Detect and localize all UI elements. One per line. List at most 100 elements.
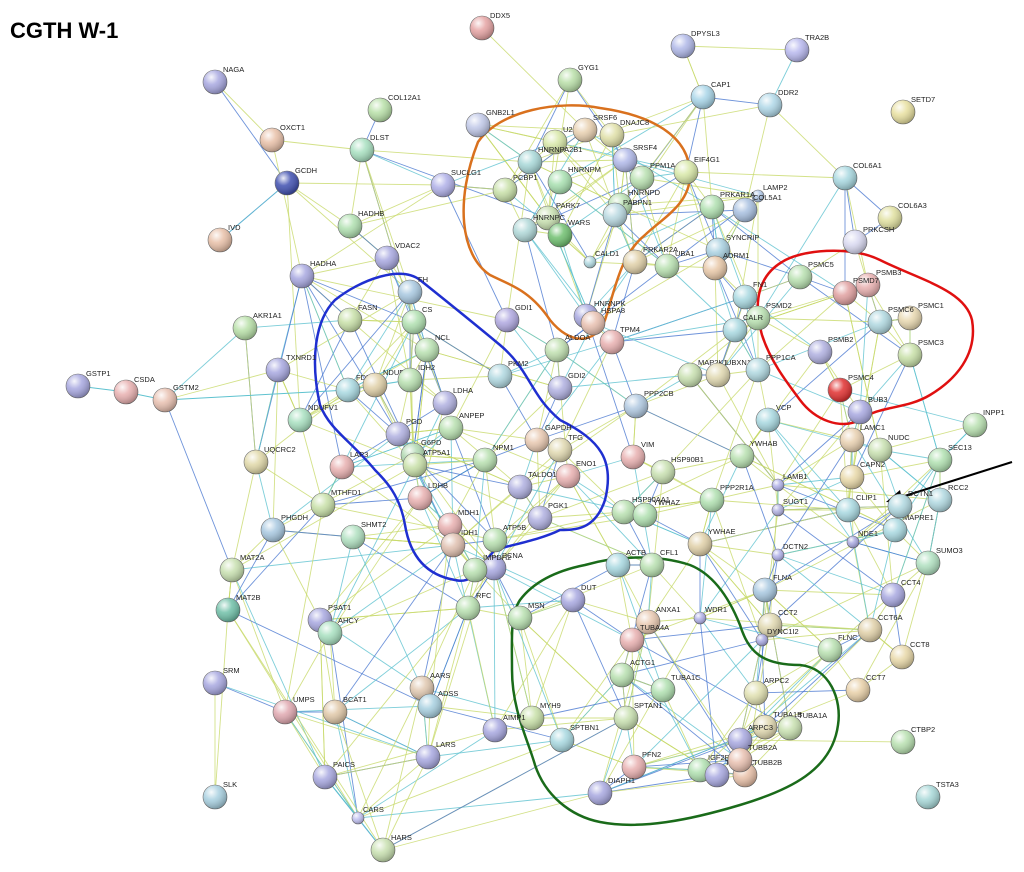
node-prkar1a[interactable]: PRKAR1A xyxy=(699,190,755,220)
node-txnrd1[interactable]: TXNRD1 xyxy=(265,353,316,383)
node-col12a1[interactable]: COL12A1 xyxy=(367,93,421,123)
node-fn1[interactable]: FN1 xyxy=(732,280,767,310)
node-myh9[interactable]: MYH9 xyxy=(519,701,561,731)
node-sptan1[interactable]: SPTAN1 xyxy=(613,701,663,731)
node-umps[interactable]: UMPS xyxy=(272,695,315,725)
node-lars[interactable]: LARS xyxy=(415,740,456,770)
node-actg1[interactable]: ACTG1 xyxy=(609,658,655,688)
node-dpysl3[interactable]: DPYSL3 xyxy=(670,29,720,59)
node-cars[interactable]: CARS xyxy=(351,805,384,825)
node-ppp1ca[interactable]: PPP1CA xyxy=(745,353,796,383)
node-hsp90b1[interactable]: HSP90B1 xyxy=(650,455,704,485)
node-shmt2[interactable]: SHMT2 xyxy=(340,520,386,550)
node-cct7[interactable]: CCT7 xyxy=(845,673,886,703)
node-mapre1[interactable]: MAPRE1 xyxy=(882,513,934,543)
node-adrm1[interactable]: ADRM1 xyxy=(702,251,749,281)
node-ddx5[interactable]: DDX5 xyxy=(469,11,510,41)
node-adss[interactable]: ADSS xyxy=(417,689,458,719)
node-col5a1[interactable]: COL5A1 xyxy=(732,193,782,223)
node-capn2[interactable]: CAPN2 xyxy=(839,460,885,490)
node-psmd7[interactable]: PSMD7 xyxy=(832,276,879,306)
node-gstm2[interactable]: GSTM2 xyxy=(152,383,199,413)
node-flna[interactable]: FLNA xyxy=(752,573,792,603)
node-cct8[interactable]: CCT8 xyxy=(889,640,930,670)
node-psmc3[interactable]: PSMC3 xyxy=(897,338,944,368)
node-ywhab[interactable]: YWHAB xyxy=(729,439,778,469)
node-pcbp1[interactable]: PCBP1 xyxy=(492,173,538,203)
node-arpc3[interactable]: ARPC3 xyxy=(727,723,773,753)
node-psmc4[interactable]: PSMC4 xyxy=(827,373,874,403)
node-tsta3[interactable]: TSTA3 xyxy=(915,780,959,810)
node-clip1[interactable]: CLIP1 xyxy=(835,493,877,523)
node-psmb2[interactable]: PSMB2 xyxy=(807,335,853,365)
node-nudc[interactable]: NUDC xyxy=(867,433,910,463)
node-hadhb[interactable]: HADHB xyxy=(337,209,384,239)
node-sec13[interactable]: SEC13 xyxy=(927,443,972,473)
node-aldoa[interactable]: ALDOA xyxy=(544,333,590,363)
node-tuba1c[interactable]: TUBA1C xyxy=(650,673,701,703)
node-tuba1b[interactable]: TUBA1B xyxy=(752,710,802,740)
node-map2k1[interactable]: MAP2K1 xyxy=(677,358,728,388)
node-mat2a[interactable]: MAT2A xyxy=(219,553,264,583)
node-gstp1[interactable]: GSTP1 xyxy=(65,369,111,399)
node-col6a1[interactable]: COL6A1 xyxy=(832,161,882,191)
node-phgdh[interactable]: PHGDH xyxy=(260,513,308,543)
node-cap1[interactable]: CAP1 xyxy=(690,80,731,110)
node-ppp2cb[interactable]: PPP2CB xyxy=(623,389,674,419)
node-prkcsh[interactable]: PRKCSH xyxy=(842,225,894,255)
node-uqcrc2[interactable]: UQCRC2 xyxy=(243,445,296,475)
node-psmc6[interactable]: PSMC6 xyxy=(867,305,914,335)
node-ctbp2[interactable]: CTBP2 xyxy=(890,725,935,755)
node-gdi2[interactable]: GDI2 xyxy=(547,371,586,401)
node-lap3[interactable]: LAP3 xyxy=(329,450,368,480)
node-cald1[interactable]: CALD1 xyxy=(583,249,619,269)
node-ywhae[interactable]: YWHAE xyxy=(687,527,736,557)
node-gyg1[interactable]: GYG1 xyxy=(557,63,599,93)
node-anxa1[interactable]: ANXA1 xyxy=(635,605,681,635)
node-col6a3[interactable]: COL6A3 xyxy=(877,201,927,231)
node-lamb1[interactable]: LAMB1 xyxy=(771,472,808,492)
node-impdh2[interactable]: IMPDH2 xyxy=(462,553,511,583)
node-taldo1[interactable]: TALDO1 xyxy=(507,470,557,500)
node-csda[interactable]: CSDA xyxy=(113,375,155,405)
node-cs[interactable]: CS xyxy=(401,305,432,335)
node-hnrnpa2b1[interactable]: HNRNPA2B1 xyxy=(517,145,582,175)
node-diaph1[interactable]: DIAPH1 xyxy=(587,776,635,806)
node-pfn2[interactable]: PFN2 xyxy=(621,750,661,780)
node-vcp[interactable]: VCP xyxy=(755,403,791,433)
node-arpc2[interactable]: ARPC2 xyxy=(743,676,789,706)
node-nde1[interactable]: NDE1 xyxy=(846,529,878,549)
node-lamp2[interactable]: LAMP2 xyxy=(751,183,788,203)
node-mdh1[interactable]: MDH1 xyxy=(437,508,479,538)
node-cct2[interactable]: CCT2 xyxy=(757,608,798,638)
node-dlst[interactable]: DLST xyxy=(349,133,390,163)
node-dnajc8[interactable]: DNAJC8 xyxy=(599,118,649,148)
node-flnc[interactable]: FLNC xyxy=(817,633,858,663)
node-msn[interactable]: MSN xyxy=(507,601,545,631)
node-ddr2[interactable]: DDR2 xyxy=(757,88,798,118)
node-ahcy[interactable]: AHCY xyxy=(317,616,359,646)
node-srsf4[interactable]: SRSF4 xyxy=(612,143,657,173)
node-hadha[interactable]: HADHA xyxy=(289,259,336,289)
node-fh[interactable]: FH xyxy=(397,275,428,305)
node-pgd[interactable]: PGD xyxy=(385,417,423,447)
node-sumo3[interactable]: SUMO3 xyxy=(915,546,963,576)
node-tra2b[interactable]: TRA2B xyxy=(784,33,829,63)
node-npm1[interactable]: NPM1 xyxy=(472,443,514,473)
node-idh1[interactable]: IDH1 xyxy=(440,528,478,558)
node-park7[interactable]: PARK7 xyxy=(535,201,580,231)
node-anpep[interactable]: ANPEP xyxy=(438,411,484,441)
node-ppm1a[interactable]: PPM1A xyxy=(629,161,675,191)
node-srsf6[interactable]: SRSF6 xyxy=(572,113,617,143)
node-hsp90aa1[interactable]: HSP90AA1 xyxy=(611,495,670,525)
node-dctn1[interactable]: DCTN1 xyxy=(887,489,933,519)
node-dctn2[interactable]: DCTN2 xyxy=(771,542,808,562)
node-tuba1a[interactable]: TUBA1A xyxy=(777,711,827,741)
node-ldha[interactable]: LDHA xyxy=(432,386,473,416)
node-rcc2[interactable]: RCC2 xyxy=(927,483,968,513)
node-aimp1[interactable]: AIMP1 xyxy=(482,713,526,743)
node-tpm4[interactable]: TPM4 xyxy=(599,325,640,355)
node-inpp1[interactable]: INPP1 xyxy=(962,408,1005,438)
node-gdi1[interactable]: GDI1 xyxy=(494,303,533,333)
node-tuba4a[interactable]: TUBA4A xyxy=(619,623,669,653)
